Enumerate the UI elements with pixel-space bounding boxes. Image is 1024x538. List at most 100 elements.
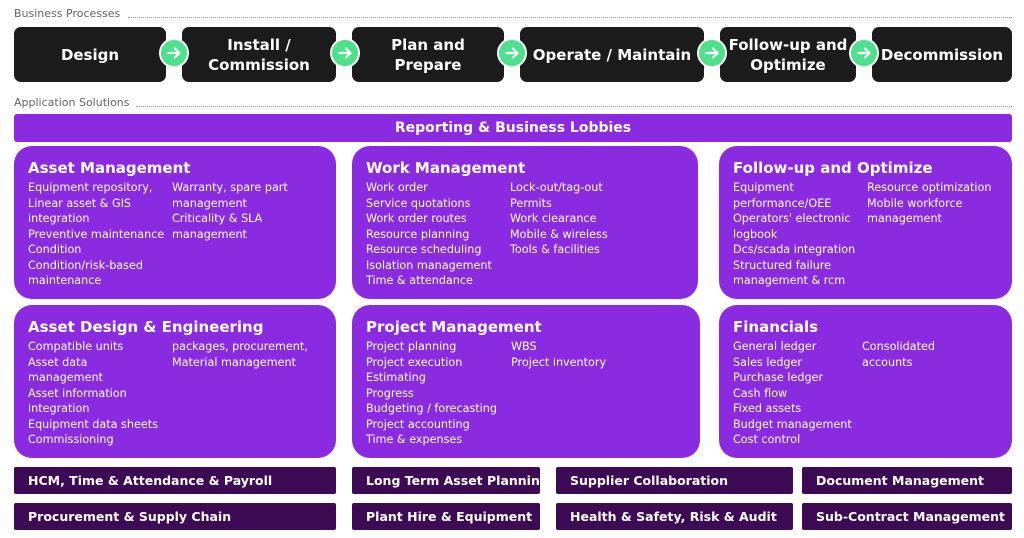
card-item: Condition/risk-based (28, 258, 143, 272)
card-item: Preventive maintenance (28, 227, 165, 241)
reporting-bar-label: Reporting & Business Lobbies (394, 120, 632, 136)
card-item: Mobile workforce (867, 196, 963, 210)
card-item: Dcs/scada integration (733, 243, 856, 256)
card-item: Criticality & SLA (172, 212, 263, 225)
card-item: packages, procurement, (172, 340, 308, 353)
card-item: maintenance (28, 274, 102, 287)
card-asset-management: Asset Management Equipment repository, L… (14, 146, 336, 299)
process-label: Design (60, 45, 120, 64)
card-item: management (172, 227, 247, 241)
card-title: Work Management (366, 159, 526, 177)
card-item: Fixed assets (733, 402, 802, 415)
process-label: Operate / Maintain (532, 45, 692, 64)
card-item: Structured failure (733, 258, 832, 272)
card-item: Work order (366, 181, 428, 194)
card-item: management & rcm (733, 274, 846, 287)
card-item: Consolidated (862, 340, 935, 353)
card-item: integration (28, 212, 90, 225)
card-item: Purchase ledger (733, 371, 824, 384)
arrow-right-icon (697, 38, 727, 68)
card-item: Equipment (733, 181, 794, 194)
card-item: Condition (28, 243, 82, 256)
card-item: Project inventory (511, 355, 607, 369)
module-sub-contract-management: Sub-Contract Management (802, 503, 1012, 530)
card-item: Project planning (366, 340, 457, 353)
module-label: Long Term Asset Planning (366, 473, 549, 488)
module-document-management: Document Management (802, 467, 1012, 494)
card-item: Work order routes (366, 212, 467, 225)
module-label: Document Management (816, 473, 985, 488)
card-item: Asset information (28, 386, 127, 400)
card-item: Time & attendance (366, 274, 473, 287)
card-title: Asset Design & Engineering (28, 318, 264, 336)
card-item: Commissioning (28, 433, 114, 446)
module-supplier-collaboration: Supplier Collaboration (556, 467, 793, 494)
process-decommission: Decommission (872, 27, 1012, 82)
module-procurement-supply-chain: Procurement & Supply Chain (14, 503, 336, 530)
process-plan-prepare: Plan and Prepare (352, 27, 504, 82)
card-item: Cost control (733, 433, 801, 446)
card-item: WBS (511, 340, 537, 353)
card-title: Project Management (366, 318, 542, 336)
module-plant-hire-equipment: Plant Hire & Equipment (352, 503, 540, 530)
process-install-commission: Install / Commission (182, 27, 336, 82)
card-item: management (867, 212, 942, 225)
card-item: Estimating (366, 371, 426, 384)
card-item: Material management (172, 355, 296, 369)
card-title: Financials (733, 318, 819, 336)
card-item: Project execution (366, 355, 463, 369)
reporting-business-lobbies-bar: Reporting & Business Lobbies (14, 114, 1012, 142)
process-label: Follow-up and (728, 35, 848, 54)
process-label: Decommission (880, 45, 1004, 64)
card-project-management: Project Management Project planning Proj… (352, 305, 700, 458)
card-item: General ledger (733, 340, 817, 353)
card-item: Budget management (733, 417, 852, 431)
card-item: Operators' electronic (733, 212, 851, 225)
module-label: Health & Safety, Risk & Audit (570, 509, 777, 524)
card-item: Lock-out/tag-out (510, 181, 603, 194)
card-item: Project accounting (366, 417, 470, 431)
module-hcm-time-attendance-payroll: HCM, Time & Attendance & Payroll (14, 467, 336, 494)
card-item: Progress (366, 386, 414, 400)
module-label: HCM, Time & Attendance & Payroll (28, 473, 273, 488)
arrow-right-icon (849, 38, 879, 68)
process-label: Commission (208, 55, 310, 74)
process-follow-up-optimize: Follow-up and Optimize (720, 27, 856, 82)
card-financials: Financials General ledger Sales ledger P… (719, 305, 1012, 458)
card-item: Time & expenses (366, 433, 463, 446)
card-item: Isolation management (366, 258, 492, 272)
card-item: Tools & facilities (510, 243, 600, 256)
module-label: Plant Hire & Equipment (366, 509, 533, 524)
card-item: Budgeting / forecasting (366, 402, 497, 415)
process-label: Prepare (394, 55, 462, 74)
card-item: integration (28, 402, 90, 415)
card-item: Asset data (28, 355, 88, 369)
card-item: management (28, 371, 103, 384)
card-item: Permits (510, 196, 552, 210)
card-item: Mobile & wireless (510, 227, 608, 241)
application-solutions-label: Application Solutions (14, 96, 130, 109)
card-item: Resource scheduling (366, 243, 482, 256)
card-item: Compatible units (28, 340, 124, 353)
module-label: Procurement & Supply Chain (28, 509, 232, 524)
card-item: Work clearance (510, 212, 597, 225)
card-asset-design-engineering: Asset Design & Engineering Compatible un… (14, 305, 336, 458)
process-label: Plan and (391, 35, 465, 54)
arrow-right-icon (330, 38, 360, 68)
process-label: Optimize (750, 55, 826, 74)
card-item: management (172, 196, 247, 210)
process-design: Design (14, 27, 166, 82)
card-item: Service quotations (366, 196, 471, 210)
card-item: Linear asset & GIS (28, 196, 132, 210)
business-processes-label: Business Processes (14, 7, 121, 20)
module-long-term-asset-planning: Long Term Asset Planning (352, 467, 549, 494)
card-title: Asset Management (28, 159, 191, 177)
card-work-management: Work Management Work order Service quota… (352, 146, 698, 299)
arrow-right-icon (497, 38, 527, 68)
card-item: Resource optimization (867, 181, 992, 194)
arrow-right-icon (159, 38, 189, 68)
application-solutions-divider (136, 106, 1012, 107)
card-item: Equipment data sheets (28, 417, 158, 431)
business-processes-divider (128, 17, 1012, 18)
module-health-safety-risk-audit: Health & Safety, Risk & Audit (556, 503, 793, 530)
